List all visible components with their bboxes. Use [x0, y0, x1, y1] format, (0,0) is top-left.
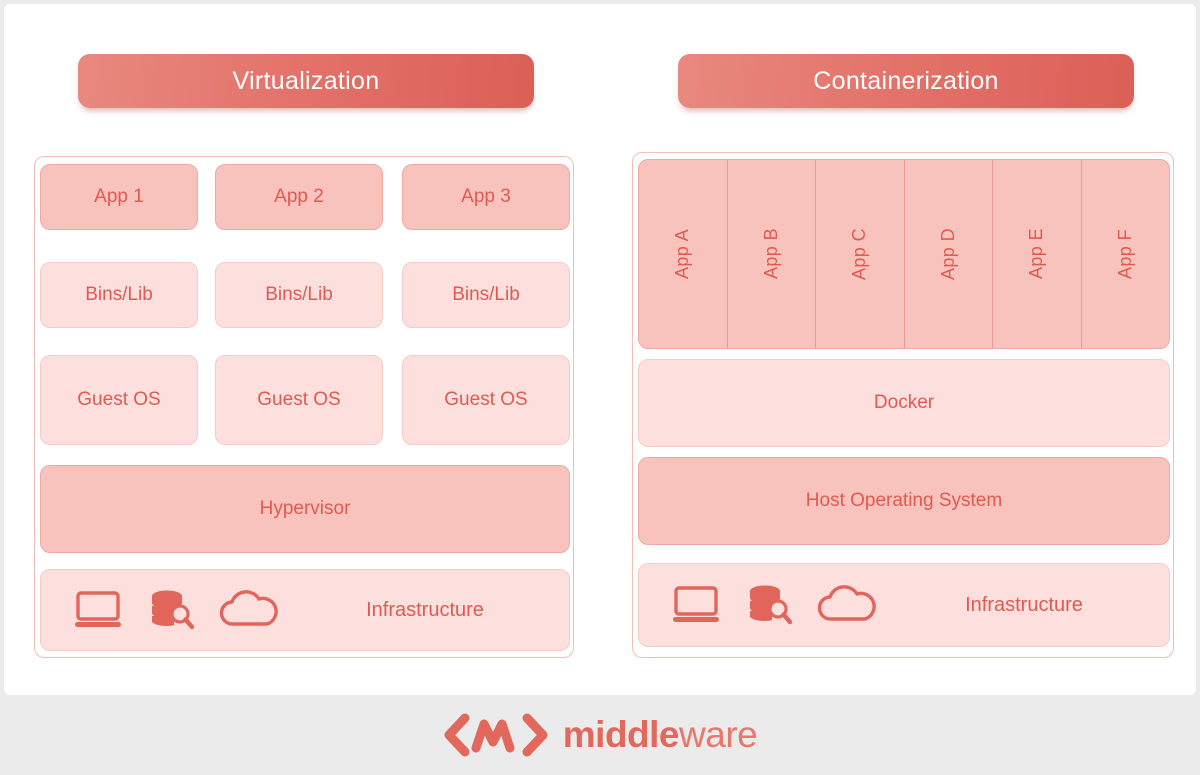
container-app-cell[interactable]: App D	[905, 160, 993, 348]
container-app-cell[interactable]: App A	[639, 160, 728, 348]
containerization-title: Containerization	[813, 66, 999, 95]
middleware-logo-icon	[443, 712, 549, 758]
container-app-label: App D	[937, 227, 958, 281]
container-apps-strip: App A App B App C App D App E App F	[638, 159, 1170, 349]
infrastructure-label: Infrastructure	[965, 593, 1083, 616]
container-app-cell[interactable]: App E	[993, 160, 1082, 348]
brand-bold: middle	[562, 714, 680, 755]
container-app-label: App E	[1026, 228, 1047, 280]
container-app-cell[interactable]: App B	[728, 160, 816, 348]
bins-lib-box[interactable]: Bins/Lib	[40, 262, 198, 328]
virtualization-title-pill: Virtualization	[78, 54, 534, 108]
virtualization-column: App 1 App 2 App 3 Bins/Lib Bins/Lib Bins…	[34, 4, 574, 695]
container-app-label: App A	[672, 228, 693, 280]
diagram-card: Virtualization App 1 App 2 App 3 Bins/Li…	[4, 4, 1196, 695]
infrastructure-icons	[671, 584, 879, 626]
container-app-cell[interactable]: App F	[1082, 160, 1170, 348]
infrastructure-box-left[interactable]: Infrastructure	[40, 569, 570, 651]
containerization-title-pill: Containerization	[678, 54, 1134, 108]
laptop-icon	[73, 590, 125, 630]
container-app-label: App C	[849, 227, 870, 281]
cloud-icon	[219, 590, 281, 630]
docker-box[interactable]: Docker	[638, 359, 1170, 447]
guest-os-box[interactable]: Guest OS	[402, 355, 570, 445]
database-search-icon	[745, 584, 795, 626]
database-search-icon	[147, 589, 197, 631]
bins-lib-box[interactable]: Bins/Lib	[402, 262, 570, 328]
host-os-box[interactable]: Host Operating System	[638, 457, 1170, 545]
infrastructure-content: Infrastructure	[639, 564, 1169, 646]
footer-branding: middleware	[0, 695, 1200, 775]
guest-os-box[interactable]: Guest OS	[215, 355, 383, 445]
guest-os-box[interactable]: Guest OS	[40, 355, 198, 445]
infrastructure-label: Infrastructure	[366, 598, 484, 621]
app-box[interactable]: App 2	[215, 164, 383, 230]
containerization-column: App A App B App C App D App E App F Dock…	[632, 4, 1174, 695]
app-box[interactable]: App 3	[402, 164, 570, 230]
app-box[interactable]: App 1	[40, 164, 198, 230]
container-app-label: App B	[760, 228, 781, 280]
cloud-icon	[817, 585, 879, 625]
container-app-label: App F	[1114, 228, 1135, 280]
bins-lib-box[interactable]: Bins/Lib	[215, 262, 383, 328]
container-app-cell[interactable]: App C	[816, 160, 905, 348]
middleware-wordmark: middleware	[562, 714, 758, 756]
brand-light: ware	[679, 714, 758, 755]
hypervisor-box[interactable]: Hypervisor	[40, 465, 570, 553]
laptop-icon	[671, 585, 723, 625]
infrastructure-content: Infrastructure	[41, 570, 569, 650]
virtualization-title: Virtualization	[232, 66, 380, 95]
infrastructure-icons	[73, 589, 281, 631]
containerization-stack: App A App B App C App D App E App F Dock…	[632, 152, 1174, 658]
infrastructure-box-right[interactable]: Infrastructure	[638, 563, 1170, 647]
virtualization-stack: App 1 App 2 App 3 Bins/Lib Bins/Lib Bins…	[34, 156, 574, 658]
